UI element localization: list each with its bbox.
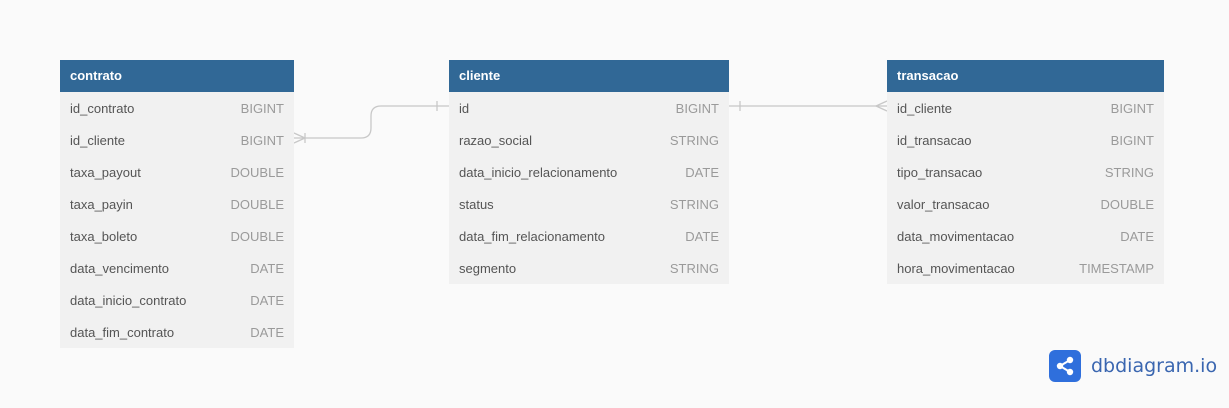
field-name: valor_transacao xyxy=(897,196,990,212)
field-row[interactable]: data_movimentacao DATE xyxy=(887,220,1164,252)
field-type: STRING xyxy=(1104,164,1154,180)
field-row[interactable]: data_fim_contrato DATE xyxy=(60,316,294,348)
field-row[interactable]: taxa_payin DOUBLE xyxy=(60,188,294,220)
relationship-contrato-cliente xyxy=(294,105,449,139)
field-row[interactable]: data_inicio_relacionamento DATE xyxy=(449,156,729,188)
field-type: BIGINT xyxy=(1110,100,1154,116)
field-type: DATE xyxy=(685,228,719,244)
field-name: razao_social xyxy=(459,132,532,148)
field-name: id xyxy=(459,100,470,116)
table-header-cliente[interactable]: cliente xyxy=(449,60,729,92)
field-type: DATE xyxy=(1120,228,1154,244)
field-type: DOUBLE xyxy=(230,164,284,180)
field-row[interactable]: razao_social STRING xyxy=(449,124,729,156)
field-row[interactable]: taxa_payout DOUBLE xyxy=(60,156,294,188)
field-name: taxa_payin xyxy=(70,196,133,212)
field-name: data_inicio_contrato xyxy=(70,292,187,308)
field-row[interactable]: valor_transacao DOUBLE xyxy=(887,188,1164,220)
field-row[interactable]: id BIGINT xyxy=(449,92,729,124)
field-name: data_vencimento xyxy=(70,260,170,276)
field-row[interactable]: id_transacao BIGINT xyxy=(887,124,1164,156)
field-row[interactable]: taxa_boleto DOUBLE xyxy=(60,220,294,252)
field-name: data_inicio_relacionamento xyxy=(459,164,618,180)
field-type: TIMESTAMP xyxy=(1079,260,1154,276)
table-header-contrato[interactable]: contrato xyxy=(60,60,294,92)
field-name: id_cliente xyxy=(70,132,125,148)
field-name: data_movimentacao xyxy=(897,228,1015,244)
field-type: STRING xyxy=(669,196,719,212)
field-name: data_fim_contrato xyxy=(70,324,175,340)
field-type: STRING xyxy=(669,132,719,148)
field-name: id_cliente xyxy=(897,100,952,116)
field-type: BIGINT xyxy=(240,132,284,148)
field-row[interactable]: data_fim_relacionamento DATE xyxy=(449,220,729,252)
field-type: BIGINT xyxy=(240,100,284,116)
field-type: DATE xyxy=(250,260,284,276)
field-name: taxa_boleto xyxy=(70,228,138,244)
share-nodes-icon xyxy=(1049,350,1081,382)
field-type: DOUBLE xyxy=(1100,196,1154,212)
field-name: segmento xyxy=(459,260,517,276)
field-name: data_fim_relacionamento xyxy=(459,228,605,244)
field-row[interactable]: data_vencimento DATE xyxy=(60,252,294,284)
field-row[interactable]: tipo_transacao STRING xyxy=(887,156,1164,188)
field-name: tipo_transacao xyxy=(897,164,983,180)
field-row[interactable]: id_cliente BIGINT xyxy=(60,124,294,156)
field-row[interactable]: hora_movimentacao TIMESTAMP xyxy=(887,252,1164,284)
crowfoot-transacao-many xyxy=(874,100,888,112)
field-type: DATE xyxy=(685,164,719,180)
field-name: id_transacao xyxy=(897,132,972,148)
field-type: DOUBLE xyxy=(230,196,284,212)
crowfoot-contrato-many xyxy=(293,132,307,144)
field-type: BIGINT xyxy=(675,100,719,116)
field-name: id_contrato xyxy=(70,100,135,116)
field-type: DATE xyxy=(250,292,284,308)
field-row[interactable]: data_inicio_contrato DATE xyxy=(60,284,294,316)
field-row[interactable]: id_contrato BIGINT xyxy=(60,92,294,124)
field-type: DOUBLE xyxy=(230,228,284,244)
brand-watermark[interactable]: dbdiagram.io xyxy=(1049,350,1217,382)
field-row[interactable]: id_cliente BIGINT xyxy=(887,92,1164,124)
brand-name: dbdiagram.io xyxy=(1091,355,1218,377)
field-row[interactable]: status STRING xyxy=(449,188,729,220)
field-type: BIGINT xyxy=(1110,132,1154,148)
table-header-transacao[interactable]: transacao xyxy=(887,60,1164,92)
field-name: hora_movimentacao xyxy=(897,260,1015,276)
field-type: DATE xyxy=(250,324,284,340)
field-name: taxa_payout xyxy=(70,164,141,180)
field-name: status xyxy=(459,196,494,212)
field-type: STRING xyxy=(669,260,719,276)
field-row[interactable]: segmento STRING xyxy=(449,252,729,284)
